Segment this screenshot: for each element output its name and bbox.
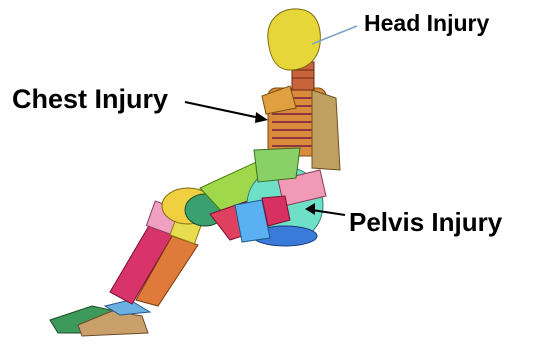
head-injury-label: Head Injury	[364, 12, 489, 35]
chest-injury-label: Chest Injury	[12, 86, 168, 113]
pelvis-injury-label: Pelvis Injury	[349, 209, 502, 235]
head	[268, 9, 321, 70]
chest-callout-arrow	[185, 102, 268, 123]
feet	[50, 300, 150, 336]
chest	[254, 86, 340, 182]
